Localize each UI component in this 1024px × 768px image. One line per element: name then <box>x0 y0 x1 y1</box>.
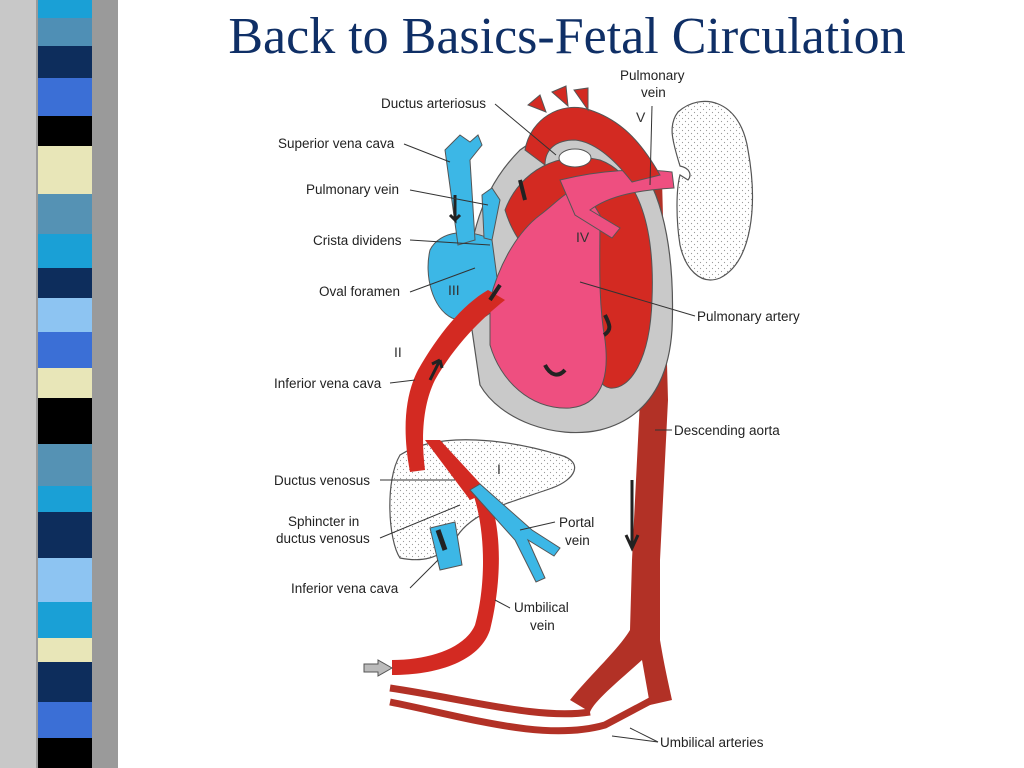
label-pulmonary-artery: Pulmonary artery <box>697 309 800 324</box>
label-umbilical-vein-line1: Umbilical <box>514 600 569 615</box>
label-pulmonary-vein-top-line1: Pulmonary <box>620 68 685 83</box>
arch-vessels <box>527 85 589 113</box>
label-pulmonary-vein-left: Pulmonary vein <box>306 182 399 197</box>
label-roman-iv: IV <box>576 229 590 245</box>
umbilical-artery-lower <box>389 696 654 735</box>
label-roman-iii: III <box>448 282 460 298</box>
slide-title: Back to Basics-Fetal Circulation <box>228 8 906 65</box>
label-inferior-vena-cava-lower: Inferior vena cava <box>291 581 399 596</box>
pulmonary-artery-branch <box>559 169 675 239</box>
label-portal-vein-line1: Portal <box>559 515 594 530</box>
right-ventricle <box>489 188 607 409</box>
label-crista-dividens: Crista dividens <box>313 233 402 248</box>
inferior-vena-cava-upper <box>405 290 505 472</box>
label-oval-foramen: Oval foramen <box>319 284 400 299</box>
lung <box>671 100 753 281</box>
flow-arrows <box>428 179 640 552</box>
leader-lines <box>379 103 696 743</box>
label-sphincter-line2: ductus venosus <box>276 531 370 546</box>
label-portal-vein-line2: vein <box>565 533 590 548</box>
label-ductus-arteriosus: Ductus arteriosus <box>381 96 486 111</box>
aortic-arch <box>524 106 661 183</box>
label-pulmonary-vein-top-line2: vein <box>641 85 666 100</box>
stripe-blocks <box>38 0 92 768</box>
portal-vein <box>469 483 561 583</box>
pulmonary-vein-blue <box>481 187 501 241</box>
label-descending-aorta: Descending aorta <box>674 423 780 438</box>
diagram-labels: Ductus arteriosus Superior vena cava Pul… <box>274 68 800 750</box>
label-umbilical-arteries: Umbilical arteries <box>660 735 764 750</box>
label-sphincter-line1: Sphincter in <box>288 514 359 529</box>
label-inferior-vena-cava-upper: Inferior vena cava <box>274 376 382 391</box>
label-roman-v: V <box>636 109 646 125</box>
ductus-arteriosus-opening <box>558 148 592 168</box>
umbilical-inflow-arrow <box>363 659 394 677</box>
label-umbilical-vein-line2: vein <box>530 618 555 633</box>
ductus-venosus <box>425 440 488 500</box>
label-roman-i: I <box>497 461 501 477</box>
label-superior-vena-cava: Superior vena cava <box>278 136 395 151</box>
label-roman-ii: II <box>394 344 402 360</box>
umbilical-artery-upper <box>389 684 591 718</box>
decorative-stripe-bar <box>0 0 118 768</box>
label-ductus-venosus: Ductus venosus <box>274 473 370 488</box>
